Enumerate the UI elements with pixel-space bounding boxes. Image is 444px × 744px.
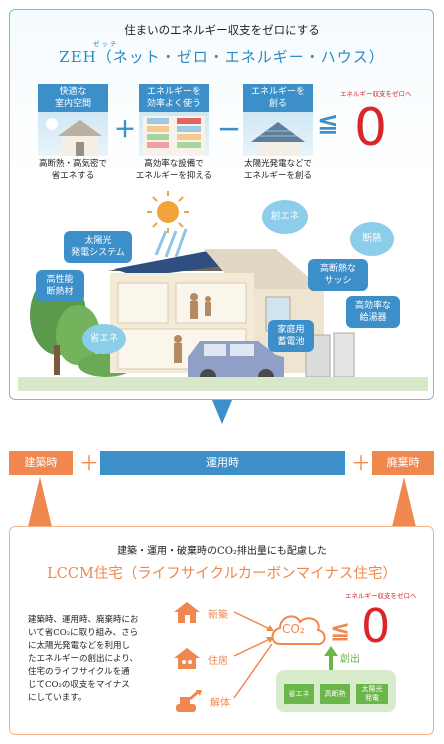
living-house-icon: [174, 648, 200, 669]
step-create-caption: 太陽光発電などで エネルギーを創る: [243, 159, 312, 181]
new-house-icon: [174, 602, 200, 623]
lccm-zero-value: 0: [361, 599, 391, 653]
up-arrow-left-icon: [28, 477, 52, 527]
step-comfort-caption: 高断熱・高気密で 省エネする: [38, 159, 107, 181]
phase-dispose: 廃棄時: [372, 451, 434, 475]
demolition-excavator-icon: [176, 689, 202, 712]
phase-plus-1: ＋: [79, 451, 99, 475]
co2-cloud-icon: [271, 615, 326, 646]
label-solar-system: 太陽光 発電システム: [64, 231, 132, 263]
stage-living: 住居: [208, 656, 228, 667]
step-create-header: エネルギーを 創る: [243, 84, 313, 112]
tag-shoeco: 省エネ: [284, 684, 314, 704]
sun-icon: [147, 191, 189, 233]
create-up-arrow-icon: [324, 646, 338, 670]
step-efficient-caption: 高効率な設備で エネルギーを抑える: [135, 159, 213, 181]
label-insulation: 高性能 断熱材: [36, 270, 84, 302]
step-create: エネルギーを 創る: [243, 84, 313, 156]
lccm-zero-note: エネルギー収支をゼロへ: [345, 592, 417, 600]
step-comfort: 快適な 室内空間: [38, 84, 108, 156]
lccm-lead-text: 建築・運用・破棄時のCO₂排出量にも配慮した: [117, 546, 327, 557]
down-arrow-icon: [212, 400, 232, 424]
minus-operator: －: [217, 116, 241, 144]
house-appliances-icon: [139, 112, 209, 156]
create-label: 創出: [340, 654, 360, 665]
label-shoeco: 省エネ: [82, 324, 126, 354]
phase-build: 建築時: [9, 451, 73, 475]
step-efficient: エネルギーを 効率よく使う: [139, 84, 209, 156]
label-battery: 家庭用 蓄電池: [268, 320, 314, 352]
label-sash: 高断熱な サッシ: [308, 259, 368, 291]
stage-new-build: 新築: [208, 610, 228, 621]
phase-plus-2: ＋: [351, 451, 371, 475]
label-water-heater: 高効率な 給湯器: [346, 296, 400, 328]
lccm-title: LCCM住宅（ライフサイクルカーボンマイナス住宅）: [47, 566, 397, 582]
label-danetsu: 断熱: [350, 222, 394, 256]
zeh-ruby-text: ゼッチ: [93, 40, 119, 48]
phase-operate: 運用時: [100, 451, 345, 475]
zero-value: 0: [354, 98, 388, 158]
zeh-title: ZEH（ネット・ゼロ・エネルギー・ハウス）: [59, 48, 385, 66]
lifecycle-arrows: [233, 611, 274, 699]
stage-demolition: 解体: [210, 698, 230, 709]
step-comfort-header: 快適な 室内空間: [38, 84, 108, 112]
step-efficient-header: エネルギーを 効率よく使う: [139, 84, 209, 112]
co2-label: CO₂: [282, 622, 305, 636]
lccm-leq-operator: ≦: [330, 616, 351, 644]
label-sogo-eco: 創エネ: [262, 200, 308, 234]
tag-solar: 太陽光 発電: [356, 684, 388, 704]
zeh-lead-text: 住まいのエネルギー収支をゼロにする: [124, 23, 320, 37]
leq-operator: ≦: [317, 108, 339, 138]
zero-note: エネルギー収支をゼロへ: [340, 90, 412, 98]
up-arrow-right-icon: [392, 477, 416, 527]
tag-danetsu: 高断熱: [320, 684, 350, 704]
plus-operator: ＋: [114, 118, 137, 143]
house-insulation-icon: [38, 112, 108, 156]
solar-roof-icon: [243, 112, 313, 156]
lccm-body-text: 建築時、運用時、廃棄時にお いて省CO₂に取り組み、さら に太陽光発電などを利用…: [28, 615, 139, 703]
